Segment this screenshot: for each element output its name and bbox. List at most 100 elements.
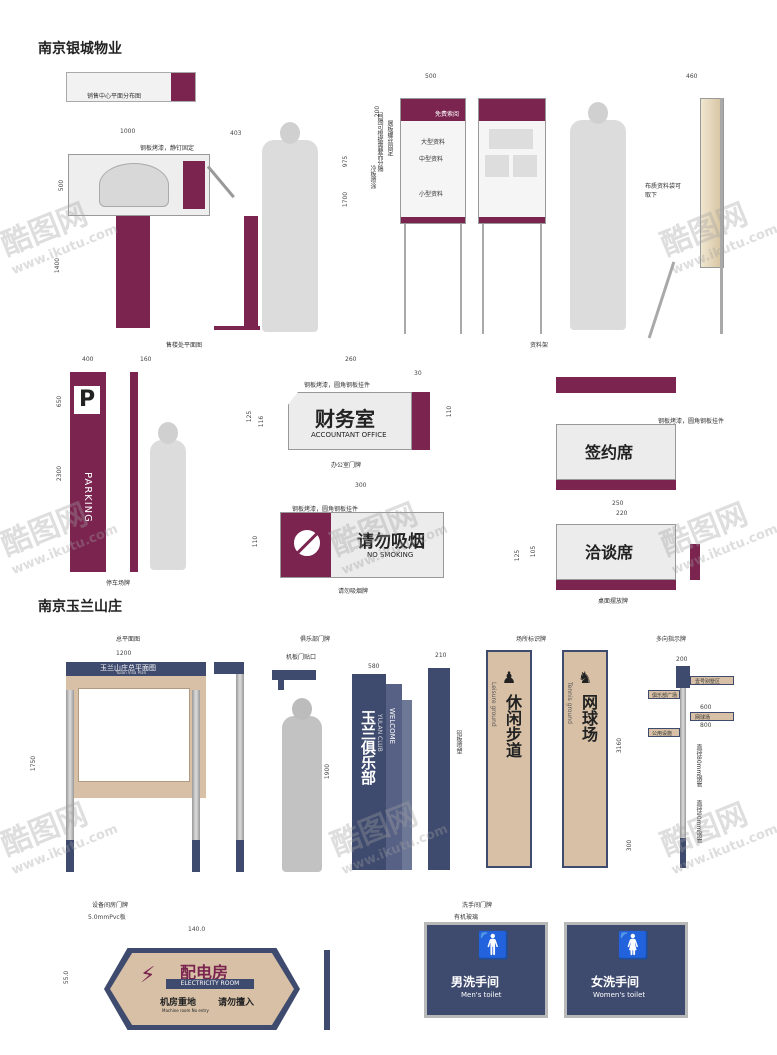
dim-rack-side: 460	[686, 73, 698, 80]
office-title: 财务室	[315, 407, 375, 431]
power-thickness: 5.0mmPvc板	[88, 914, 126, 921]
dim-parking-a: 400	[82, 356, 94, 363]
women-toilet-sign: 🚺 女洗手间 Women's toilet	[564, 922, 688, 1018]
dim-sales-side: 403	[230, 130, 242, 137]
dim-rack-total: 1700	[342, 191, 350, 208]
dim-parking-c: 650	[56, 395, 64, 408]
desk-sign-2-text: 洽谈席	[585, 543, 634, 562]
venue-2-title: 网球场	[579, 694, 598, 742]
power-side-view	[324, 950, 330, 1030]
dim-club-1900: 1900	[324, 763, 332, 780]
dir-arm-2: 俱乐部广场	[648, 690, 680, 699]
dir-pole	[680, 688, 686, 868]
rack-right	[478, 98, 546, 224]
section-title-yulan: 南京玉兰山庄	[38, 599, 122, 615]
dim-sales-left: 1400	[54, 257, 62, 274]
dim-power-w: 140.0	[188, 926, 206, 933]
men-toilet-sign: 🚹 男洗手间 Men's toilet	[424, 922, 548, 1018]
women-title: 女洗手间	[591, 975, 640, 989]
dim-map-w: 1200	[116, 650, 132, 657]
desk-sign-1-text: 签约席	[585, 443, 634, 462]
dim-club-210: 210	[435, 652, 447, 659]
rack-note-1: 冷板喷涂	[369, 165, 376, 189]
man-icon: 🚹	[477, 931, 510, 961]
dim-office-h1: 125	[246, 410, 254, 423]
dir-caption: 多向指示牌	[656, 636, 687, 643]
dir-note-2: 直径90mm钢管	[695, 800, 702, 844]
nosmoke-sign: 请勿吸烟 NO SMOKING	[280, 512, 444, 578]
person-silhouette	[262, 122, 318, 332]
map-post-right	[192, 690, 200, 872]
women-subtitle: Women's toilet	[593, 991, 646, 999]
rack-note-2: 展板螺丝固定	[386, 120, 393, 156]
dim-map-h: 1750	[30, 755, 38, 772]
dim-sales-board: 500	[58, 179, 66, 192]
dim-office-width: 260	[345, 356, 357, 363]
club-welcome: WELCOME	[388, 708, 396, 745]
venue-sign-2: ♞ 网球场 Tennis ground	[562, 650, 608, 868]
dim-sales-width: 1000	[120, 128, 136, 135]
section-title-yincheng: 南京银城物业	[38, 41, 122, 57]
desk-top-view	[556, 377, 676, 393]
dim-rack-mid: 975	[342, 155, 350, 168]
club-sign-front: 玉兰俱乐部 YULAN CLUB	[352, 674, 386, 870]
no-smoking-icon	[291, 527, 323, 559]
venue-caption: 场所标识牌	[516, 636, 547, 643]
person-silhouette	[150, 422, 186, 570]
office-sign: 财务室 ACCOUNTANT OFFICE	[288, 392, 412, 450]
person-silhouette	[282, 698, 322, 872]
office-subtitle: ACCOUNTANT OFFICE	[311, 431, 387, 439]
dir-arm-4: 公用设施	[648, 728, 680, 737]
map-board-frame	[66, 676, 206, 798]
power-warn-1: 机房重地	[160, 998, 197, 1008]
dim-dir-600: 600	[700, 704, 712, 711]
dim-desk-w2: 220	[616, 510, 628, 517]
power-warn-en: Machine room No entry	[162, 1008, 209, 1013]
power-warn-2: 请勿擅入	[218, 998, 255, 1008]
dim-desk-h1: 125	[514, 549, 522, 562]
power-title: 配电房	[180, 963, 229, 982]
desk-caption: 桌面摆放牌	[598, 598, 629, 605]
power-sign: ⚡ 配电房 ELECTRICITY ROOM 机房重地 请勿擅入 Machine…	[110, 953, 294, 1025]
person-silhouette	[570, 102, 626, 330]
office-note: 钢板烤漆，圆角钢板挂件	[304, 382, 371, 389]
men-subtitle: Men's toilet	[461, 991, 502, 999]
sales-sign-post	[116, 216, 150, 328]
parking-word: PARKING	[82, 472, 93, 523]
walking-person-icon: ♟	[501, 668, 517, 687]
club-caption: 俱乐部门牌	[300, 636, 331, 643]
dim-nosmoke-width: 300	[355, 482, 367, 489]
parking-letter: P	[74, 386, 100, 414]
office-sign-accent	[412, 392, 430, 450]
dim-dir-800: 800	[700, 722, 712, 729]
sales-side-post	[244, 216, 258, 328]
lightning-icon: ⚡	[140, 963, 156, 988]
dim-club-580: 580	[368, 663, 380, 670]
dim-parking-d: 2300	[56, 465, 64, 482]
club-title: 玉兰俱乐部	[359, 710, 377, 785]
power-caption: 设备间房门牌	[92, 902, 129, 909]
venue-sign-1: ♟ 休闲步道 Leisure ground	[486, 650, 532, 868]
parking-sign-front: P PARKING	[70, 372, 106, 572]
dim-office-small: 30	[414, 370, 422, 377]
map-caption: 总平面图	[116, 636, 141, 643]
dim-desk-h2: 105	[530, 545, 538, 558]
desk-note: 钢板烤漆，圆角钢板挂件	[658, 418, 725, 425]
venue-1-title: 休闲步道	[503, 694, 522, 758]
men-title: 男洗手间	[451, 975, 500, 989]
dim-desk-w1: 250	[612, 500, 624, 507]
sales-sign-top-view: 销售中心平面分布图	[66, 72, 196, 102]
power-subtitle: ELECTRICITY ROOM	[166, 979, 254, 989]
nosmoke-subtitle: NO SMOKING	[367, 551, 414, 559]
dir-arm-1: 壹号别墅区	[690, 676, 734, 685]
sales-sign-board	[68, 154, 210, 216]
map-header: 玉兰山庄总平面图 Yulan Villa Plan	[66, 662, 206, 676]
dim-rack-width: 500	[425, 73, 437, 80]
rack-left: 免费索阅 大型资料 中型资料 小型资料	[400, 98, 466, 224]
desk-sign-1: 签约席	[556, 424, 676, 480]
office-caption: 办公室门牌	[331, 462, 362, 469]
tennis-player-icon: ♞	[577, 668, 593, 687]
map-post-left	[66, 690, 74, 872]
rack-caption: 资料架	[530, 342, 549, 349]
